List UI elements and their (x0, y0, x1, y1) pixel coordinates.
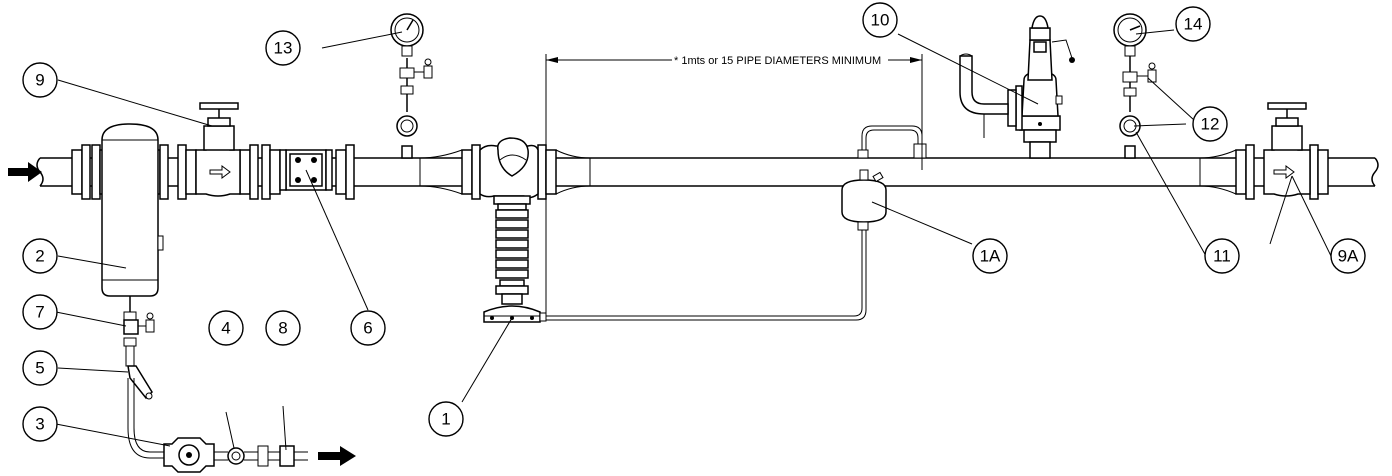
callout-label: 12 (1201, 115, 1220, 134)
outlet-arrow (318, 446, 356, 466)
inlet-arrow (8, 162, 42, 182)
callout-10: 10 (862, 2, 898, 38)
separator (101, 123, 164, 318)
callout-label: 1A (980, 247, 1001, 266)
callout-label: 2 (35, 247, 44, 266)
callout-7: 7 (22, 294, 58, 330)
leader-lines (55, 29, 1293, 451)
callout-label: 4 (221, 319, 230, 338)
strainer-filter (279, 149, 333, 191)
callout-label: 1 (441, 410, 450, 429)
callout-label: 5 (35, 359, 44, 378)
callout-3: 3 (22, 406, 58, 442)
callout-label: 10 (871, 11, 890, 30)
sensing-line (546, 226, 863, 317)
callout-2: 2 (22, 238, 58, 274)
callout-label: 14 (1184, 15, 1203, 34)
callout-14: 14 (1175, 6, 1211, 42)
callout-12: 12 (1192, 106, 1228, 142)
callout-9: 9 (22, 62, 58, 98)
condensate-pot (841, 125, 927, 231)
callout-1: 1 (428, 401, 464, 437)
callout-label: 8 (278, 319, 287, 338)
callout-1a: 1A (972, 238, 1008, 274)
callout-6: 6 (350, 310, 386, 346)
callout-label: 3 (35, 415, 44, 434)
callout-label: 11 (1213, 247, 1231, 266)
safety-relief-valve (959, 15, 1075, 159)
callout-11: 11 (1204, 238, 1240, 274)
callout-label: 6 (363, 319, 372, 338)
pressure-reducing-valve (479, 137, 547, 323)
prv-spring (495, 209, 529, 279)
callout-4: 4 (208, 310, 244, 346)
callout-9a: 9A (1330, 238, 1366, 274)
callout-label: 7 (35, 303, 44, 322)
flange-group (71, 144, 1329, 200)
callout-13: 13 (265, 30, 301, 66)
stop-valve-inlet (195, 102, 241, 197)
drain-line (123, 311, 308, 473)
callout-8: 8 (265, 310, 301, 346)
dimension-line: * 1mts or 15 PIPE DIAMETERS MINIMUM (545, 54, 923, 316)
stop-valve-outlet (1263, 102, 1311, 197)
pressure-gauge-downstream (1113, 13, 1157, 159)
dimension-note: * 1mts or 15 PIPE DIAMETERS MINIMUM (674, 55, 881, 67)
callout-label: 9 (35, 71, 44, 90)
callout-label: 13 (274, 39, 293, 58)
pressure-gauge-upstream (390, 13, 433, 159)
callout-label: 9A (1338, 247, 1359, 266)
callout-5: 5 (22, 350, 58, 386)
